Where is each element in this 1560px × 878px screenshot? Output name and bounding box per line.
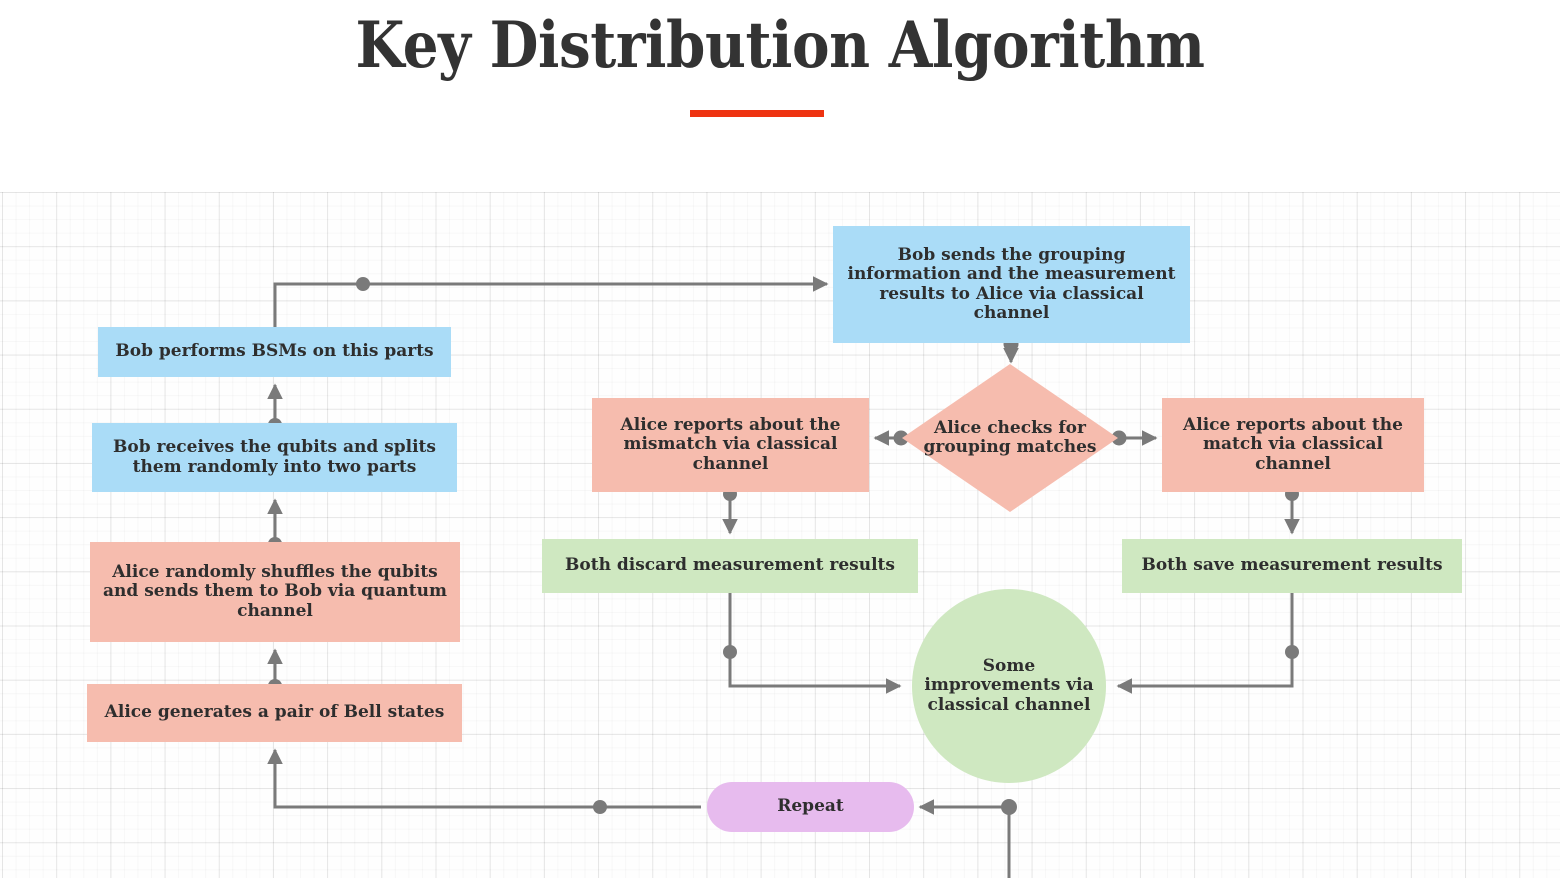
- node-label: Alice checks for grouping matches: [923, 417, 1097, 457]
- node-repeat[interactable]: Repeat: [707, 782, 914, 832]
- node-alice-reports-mismatch[interactable]: Alice reports about the mismatch via cla…: [592, 398, 869, 492]
- node-alice-generates-bell-states[interactable]: Alice generates a pair of Bell states: [87, 684, 462, 742]
- edge-bsm-to-sends: [273, 276, 829, 327]
- node-bob-receives-qubits[interactable]: Bob receives the qubits and splits them …: [92, 423, 457, 492]
- edge-dot: [1285, 645, 1299, 659]
- node-alice-checks-grouping-matches[interactable]: Alice checks for grouping matches: [902, 364, 1118, 512]
- node-bob-sends-grouping-info[interactable]: Bob sends the grouping information and t…: [833, 226, 1190, 343]
- node-some-improvements[interactable]: Some improvements via classical channel: [912, 589, 1106, 783]
- edge-dot: [593, 800, 607, 814]
- title-block: Key Distribution Algorithm: [0, 0, 1560, 190]
- node-alice-shuffles-qubits[interactable]: Alice randomly shuffles the qubits and s…: [90, 542, 460, 642]
- node-label: Alice reports about the match via classi…: [1183, 415, 1403, 474]
- node-both-discard-results[interactable]: Both discard measurement results: [542, 539, 918, 593]
- node-label: Bob sends the grouping information and t…: [847, 245, 1176, 323]
- node-label: Bob receives the qubits and splits them …: [113, 437, 436, 477]
- title-underline-accent: [690, 110, 824, 117]
- edge-save-to-improve: [1116, 593, 1294, 694]
- node-label: Alice randomly shuffles the qubits and s…: [103, 562, 447, 621]
- node-bob-performs-bsms[interactable]: Bob performs BSMs on this parts: [98, 327, 451, 377]
- edge-discard-to-improve: [728, 593, 902, 694]
- node-label: Bob performs BSMs on this parts: [115, 341, 434, 362]
- node-label: Both discard measurement results: [565, 555, 895, 576]
- edge-layer: [267, 276, 1300, 878]
- node-label: Some improvements via classical channel: [924, 656, 1094, 715]
- node-label: Alice generates a pair of Bell states: [104, 702, 445, 723]
- edge-dot: [356, 277, 370, 291]
- diagram-canvas[interactable]: Alice generates a pair of Bell states Al…: [0, 192, 1560, 878]
- edge-improve-to-repeat: [918, 799, 1011, 878]
- node-alice-reports-match[interactable]: Alice reports about the match via classi…: [1162, 398, 1424, 492]
- page-title: Key Distribution Algorithm: [355, 8, 1205, 83]
- node-label: Repeat: [777, 796, 844, 817]
- node-label: Both save measurement results: [1141, 555, 1443, 576]
- node-label: Alice reports about the mismatch via cla…: [620, 415, 841, 474]
- edge-dot: [1001, 799, 1017, 815]
- edge-dot: [723, 645, 737, 659]
- node-both-save-results[interactable]: Both save measurement results: [1122, 539, 1462, 593]
- edge-repeat-to-bell: [267, 748, 701, 809]
